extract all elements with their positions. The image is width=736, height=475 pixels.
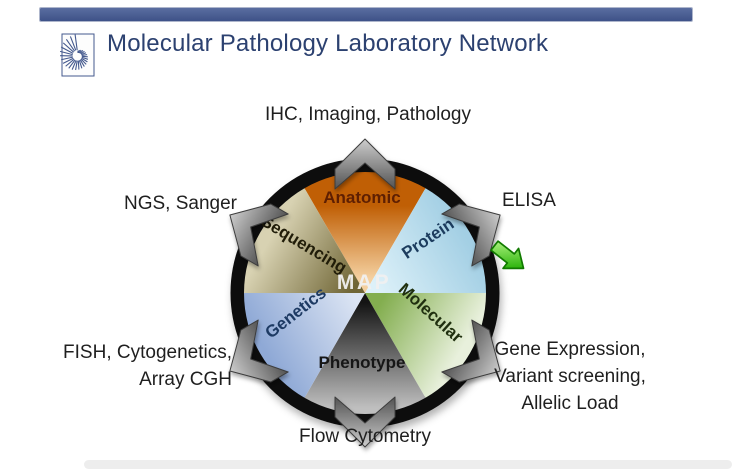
wheel-center-label: MAP bbox=[337, 271, 391, 294]
label-variant-screening: Variant screening, bbox=[494, 366, 646, 387]
label-gene-expression-block: Gene Expression, Variant screening, Alle… bbox=[481, 336, 659, 417]
bottom-strip bbox=[84, 460, 732, 469]
segment-label-phenotype: Phenotype bbox=[319, 353, 406, 372]
segment-phenotype bbox=[304, 293, 426, 415]
logo-burst bbox=[59, 34, 89, 71]
label-allelic-load: Allelic Load bbox=[521, 393, 619, 414]
label-flow-cytometry: Flow Cytometry bbox=[299, 426, 431, 447]
label-ngs-sanger: NGS, Sanger bbox=[124, 193, 237, 214]
green-arrow-icon bbox=[490, 240, 525, 270]
page-title: Molecular Pathology Laboratory Network bbox=[107, 30, 549, 57]
label-fish-cytogenetics-block: FISH, Cytogenetics, Array CGH bbox=[38, 339, 232, 393]
label-elisa: ELISA bbox=[502, 190, 556, 211]
segment-anatomic bbox=[304, 171, 426, 293]
label-fish-cytogenetics: FISH, Cytogenetics, bbox=[63, 342, 232, 363]
label-array-cgh: Array CGH bbox=[139, 369, 232, 390]
header-bar bbox=[40, 8, 692, 21]
segment-label-anatomic: Anatomic bbox=[323, 188, 400, 207]
label-ihc-imaging-pathology: IHC, Imaging, Pathology bbox=[265, 104, 471, 125]
mpln-logo bbox=[59, 33, 95, 77]
label-gene-expression: Gene Expression, bbox=[494, 339, 646, 360]
